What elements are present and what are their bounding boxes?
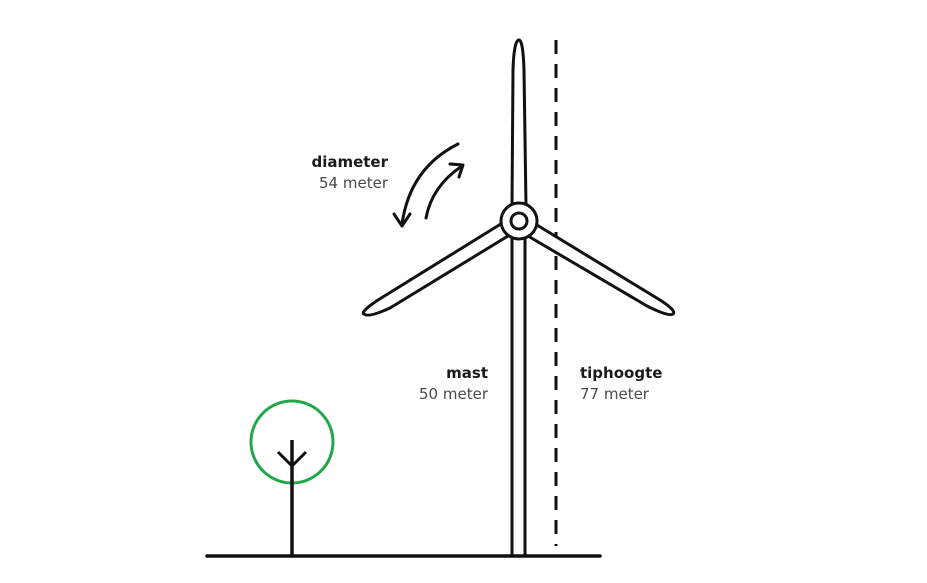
blade-left xyxy=(361,220,510,317)
mast-value: 50 meter xyxy=(419,385,488,403)
tree-icon xyxy=(249,399,335,556)
tiphoogte-title: tiphoogte xyxy=(580,364,663,382)
rotation-arrow-inner xyxy=(424,164,464,220)
turbine-blades xyxy=(361,38,676,317)
turbine-mast xyxy=(510,238,527,556)
rotation-arrows-icon xyxy=(392,142,465,228)
tiphoogte-label: tiphoogte 77 meter xyxy=(580,363,700,405)
mast-label: mast 50 meter xyxy=(398,363,488,405)
rotation-arrow-outer xyxy=(400,142,460,226)
mast-title: mast xyxy=(446,364,488,382)
blade-right xyxy=(526,220,676,317)
turbine-hub xyxy=(499,201,539,241)
blade-top xyxy=(510,38,528,208)
tree-branches xyxy=(276,450,308,468)
diameter-label: diameter 54 meter xyxy=(300,152,388,194)
diameter-value: 54 meter xyxy=(319,174,388,192)
diameter-title: diameter xyxy=(311,153,388,171)
tiphoogte-value: 77 meter xyxy=(580,385,649,403)
